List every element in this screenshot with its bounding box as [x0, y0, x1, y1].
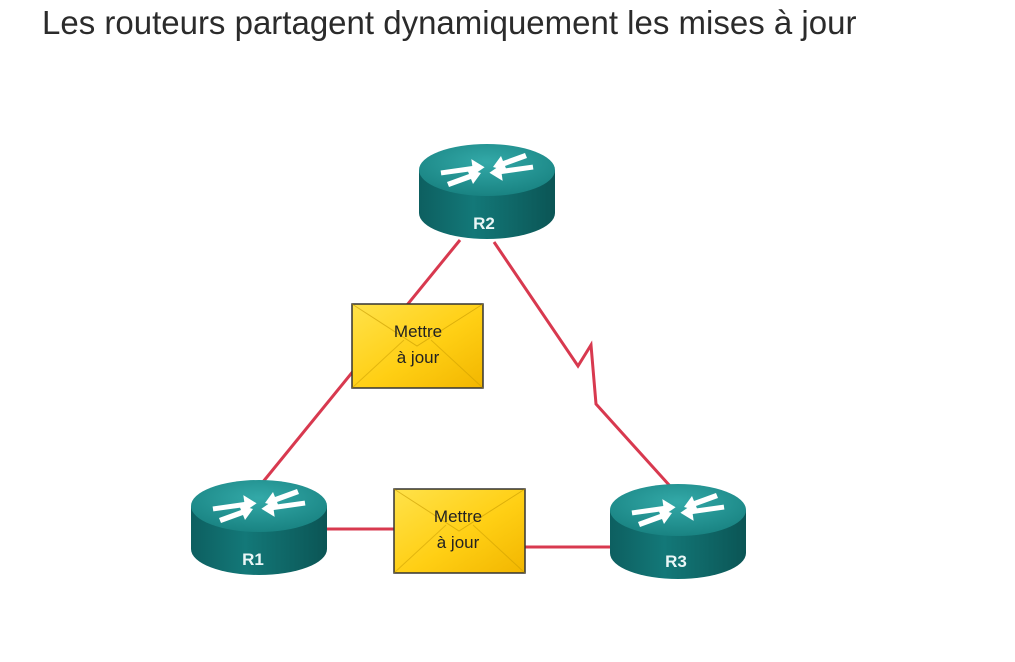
router-label: R3: [665, 552, 687, 571]
update-envelope-2: Mettre à jour: [393, 488, 526, 574]
link-r2-r3-serial: [492, 241, 672, 488]
router-arrows-icon: [212, 489, 306, 523]
envelope-line-2: à jour: [437, 533, 480, 552]
router-r2[interactable]: R2: [419, 144, 555, 239]
router-label: R2: [473, 214, 495, 233]
envelope-line-1: Mettre: [434, 507, 482, 526]
page-title: Les routeurs partagent dynamiquement les…: [42, 4, 857, 41]
router-r1[interactable]: R1: [191, 480, 327, 575]
router-arrows-icon: [440, 153, 534, 187]
envelope-line-2: à jour: [397, 348, 440, 367]
router-r3[interactable]: R3: [610, 484, 746, 579]
envelope-line-1: Mettre: [394, 322, 442, 341]
update-envelope-1: Mettre à jour: [351, 303, 484, 389]
router-arrows-icon: [631, 493, 725, 527]
router-label: R1: [242, 550, 264, 569]
